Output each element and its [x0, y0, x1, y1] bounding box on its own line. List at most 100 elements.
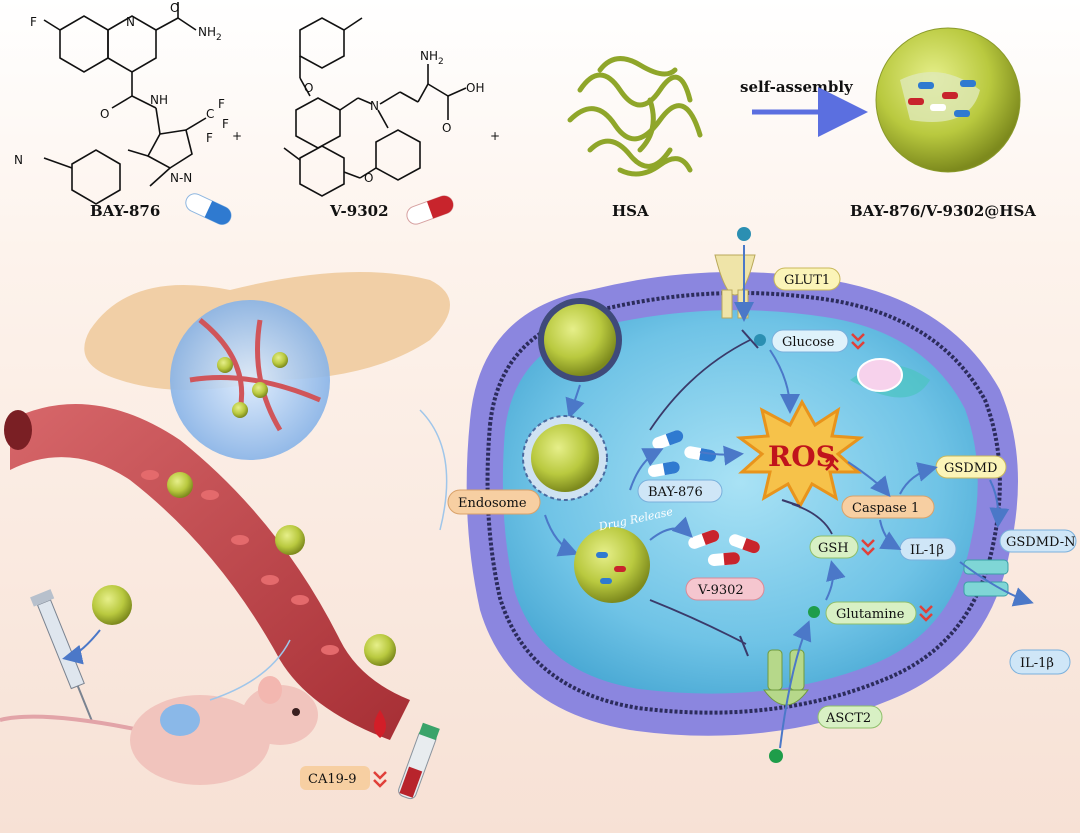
bay876-badge	[637, 479, 723, 503]
self-assembly-label: self-assembly	[740, 78, 854, 96]
arrow-vesicle-to-endosome	[565, 384, 585, 419]
glucose-decrease-icon	[851, 333, 865, 350]
arrow-ros-to-caspase1	[847, 461, 891, 498]
arrow-release-to-v9302	[649, 516, 693, 541]
gsdmd-pore	[963, 559, 1009, 597]
red-blood-cells	[141, 470, 339, 655]
gsh-decrease-icon	[861, 539, 875, 556]
bay876-atom-o-amide: O	[170, 1, 179, 15]
glucose-molecule-inside	[754, 334, 766, 346]
glut1-badge	[773, 267, 841, 291]
bay876-structure	[43, 2, 207, 205]
glutamine-badge	[825, 601, 917, 625]
product-nanoparticle	[875, 27, 1021, 173]
ros-label: ROS	[768, 440, 836, 473]
bay876-name: BAY-876	[90, 202, 160, 220]
glutamine-label: Glutamine	[836, 607, 905, 622]
endosome-badge	[447, 489, 541, 515]
arrow-caspase1-to-il1b	[879, 519, 902, 550]
bay876-atom-cf3-f3: F	[206, 131, 213, 145]
v9302-capsules	[688, 529, 760, 566]
bay876-capsules	[647, 430, 717, 477]
bay876-atom-n: N	[126, 15, 135, 29]
v9302-atom-o-upper: O	[304, 81, 313, 95]
blood-vessel	[4, 404, 410, 740]
inhibit-bay876-glut1-bar	[741, 329, 759, 349]
v9302-capsule-icon	[406, 195, 454, 225]
inhibit-v9302-asct2	[649, 599, 747, 645]
zoom-line-1	[419, 409, 448, 531]
plus-sign-2: +	[490, 129, 500, 143]
asct2-label: ASCT2	[825, 711, 871, 726]
glutamine-decrease-icon	[919, 605, 933, 622]
ca199-label: CA19-9	[308, 772, 357, 787]
glutamine-molecule-inside	[808, 606, 820, 618]
v9302-badge	[685, 577, 765, 601]
bay876-atom-nh2: NH2	[198, 25, 222, 43]
glucose-molecule-outside	[737, 227, 751, 241]
glut1-label: GLUT1	[784, 273, 830, 288]
il1b-outside-badge	[1009, 649, 1071, 675]
bay876-atom-nitrile-n: N	[14, 153, 23, 167]
organelle-icon	[850, 358, 930, 398]
inhibit-v9302-asct2-bar	[739, 635, 749, 657]
blood-sample-tube-icon	[398, 722, 440, 800]
bay876-capsule-icon	[185, 193, 232, 225]
plus-sign-1: +	[232, 129, 242, 143]
injection-arrow	[62, 629, 101, 665]
arrow-il1b-release	[959, 561, 1034, 607]
bay876-atom-cf3-c: C	[206, 107, 214, 121]
endosome-particle	[522, 415, 608, 501]
inhibit-gsh-ros-bar	[781, 499, 801, 507]
vessel-nanoparticles	[167, 352, 396, 666]
bay876-atom-cf3-f2: F	[222, 117, 229, 131]
asct2-transporter	[763, 649, 809, 706]
arrow-caspase1-to-gsdmd	[899, 462, 938, 495]
ca199-badge	[300, 766, 370, 790]
v9302-structure	[283, 17, 467, 197]
zoom-line-2	[209, 639, 291, 701]
v9302-atom-n: N	[370, 99, 379, 113]
caspase1-label: Caspase 1	[852, 501, 919, 516]
gsdmdn-label: GSDMD-N	[1006, 535, 1075, 550]
tumor-cluster	[170, 300, 330, 460]
bay876-cell-label: BAY-876	[648, 485, 703, 500]
il1b-inside-label: IL-1β	[910, 543, 944, 558]
bay876-atom-nh: NH	[150, 93, 168, 107]
il1b-outside-label: IL-1β	[1020, 656, 1054, 671]
hsa-name: HSA	[612, 202, 649, 220]
mouse-figure	[0, 676, 318, 785]
v9302-atom-oh: OH	[466, 81, 484, 95]
injected-nanoparticle	[92, 585, 132, 625]
blood-drop-icon	[374, 710, 386, 738]
syringe-icon	[30, 589, 94, 724]
arrow-gsdmd-to-gsdmdn	[989, 479, 1010, 528]
gsdmd-label: GSDMD	[944, 461, 997, 476]
v9302-name: V-9302	[329, 202, 389, 220]
gsh-badge	[809, 535, 859, 559]
v9302-atom-nh2: NH2	[420, 49, 444, 67]
v9302-cell-label: V-9302	[697, 583, 744, 598]
ros-increase-icon	[825, 454, 839, 471]
drug-release-particle	[574, 527, 650, 603]
gsh-label: GSH	[818, 541, 849, 556]
arrow-glutamine-uptake	[779, 620, 812, 749]
arrow-glucose-to-ros	[769, 349, 800, 414]
hsa-protein-ribbon	[567, 56, 703, 177]
gsdmdn-badge	[999, 529, 1077, 553]
bay876-atom-f: F	[30, 15, 37, 29]
arrow-glutamine-to-gsh	[825, 560, 846, 601]
inhibit-bay876-glut1	[649, 339, 751, 431]
ca199-decrease-icon	[373, 771, 387, 788]
ros-burst	[735, 398, 865, 510]
arrow-release-to-bay876	[629, 448, 664, 491]
v9302-atom-o-acid: O	[442, 121, 451, 135]
endosome-label: Endosome	[458, 496, 527, 511]
glutamine-molecule-outside	[769, 749, 783, 763]
bay876-atom-cf3-f1: F	[218, 97, 225, 111]
bay876-atom-o-carbonyl: O	[100, 107, 109, 121]
glucose-label: Glucose	[782, 335, 835, 350]
v9302-atom-o-lower: O	[364, 171, 373, 185]
arrow-endosome-to-release	[544, 514, 579, 557]
